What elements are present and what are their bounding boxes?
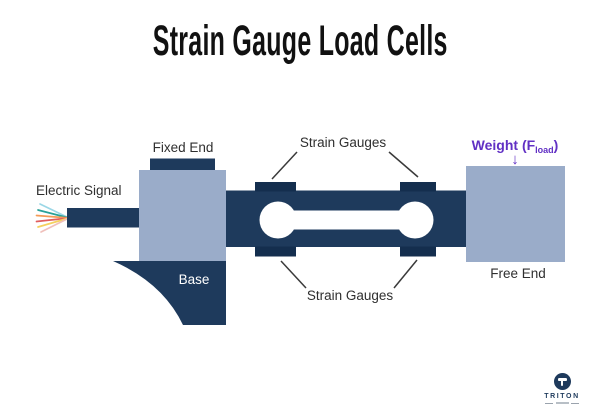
label-strain-gauges-top: Strain Gauges: [299, 135, 387, 150]
page-title: Strain Gauge Load Cells: [0, 20, 600, 63]
dumbbell-cutout: [259, 201, 434, 239]
label-fixed-end: Fixed End: [152, 140, 214, 155]
leader-line-bottom-right: [393, 259, 418, 289]
leader-line-top-left: [271, 151, 298, 180]
strain-gauge-pad-top-right: [400, 182, 436, 192]
leader-line-bottom-left: [280, 260, 307, 289]
weight-text: Weight (F: [471, 137, 536, 153]
triton-logo: TRITON: [532, 373, 592, 404]
logo-t-stem: [560, 378, 564, 386]
base-shape: [113, 261, 226, 325]
weight-suffix: ): [553, 137, 559, 153]
weight-subscript: load: [535, 145, 554, 155]
strain-gauge-pad-top-left: [255, 182, 296, 192]
triton-logo-text: TRITON: [544, 393, 580, 400]
arrow-down-icon: ↓: [511, 151, 519, 168]
fixed-end-cap: [150, 158, 215, 170]
label-base: Base: [178, 272, 210, 287]
free-end-block: [466, 166, 565, 262]
leader-line-top-right: [388, 151, 419, 178]
strain-gauge-pad-bottom-left: [255, 246, 296, 257]
triton-logo-tagline: [545, 402, 579, 404]
label-weight: Weight (Fload): [472, 137, 559, 155]
label-electric-signal: Electric Signal: [36, 183, 122, 198]
strain-gauge-pad-bottom-right: [400, 246, 436, 257]
signal-cable: [67, 208, 141, 228]
page-title-text: Strain Gauge Load Cells: [152, 17, 448, 65]
label-free-end: Free End: [490, 266, 546, 281]
fixed-end-block: [139, 170, 226, 261]
label-strain-gauges-bottom: Strain Gauges: [306, 288, 394, 303]
wire-bundle-icon: [35, 203, 70, 233]
triton-logo-icon: [553, 373, 571, 390]
